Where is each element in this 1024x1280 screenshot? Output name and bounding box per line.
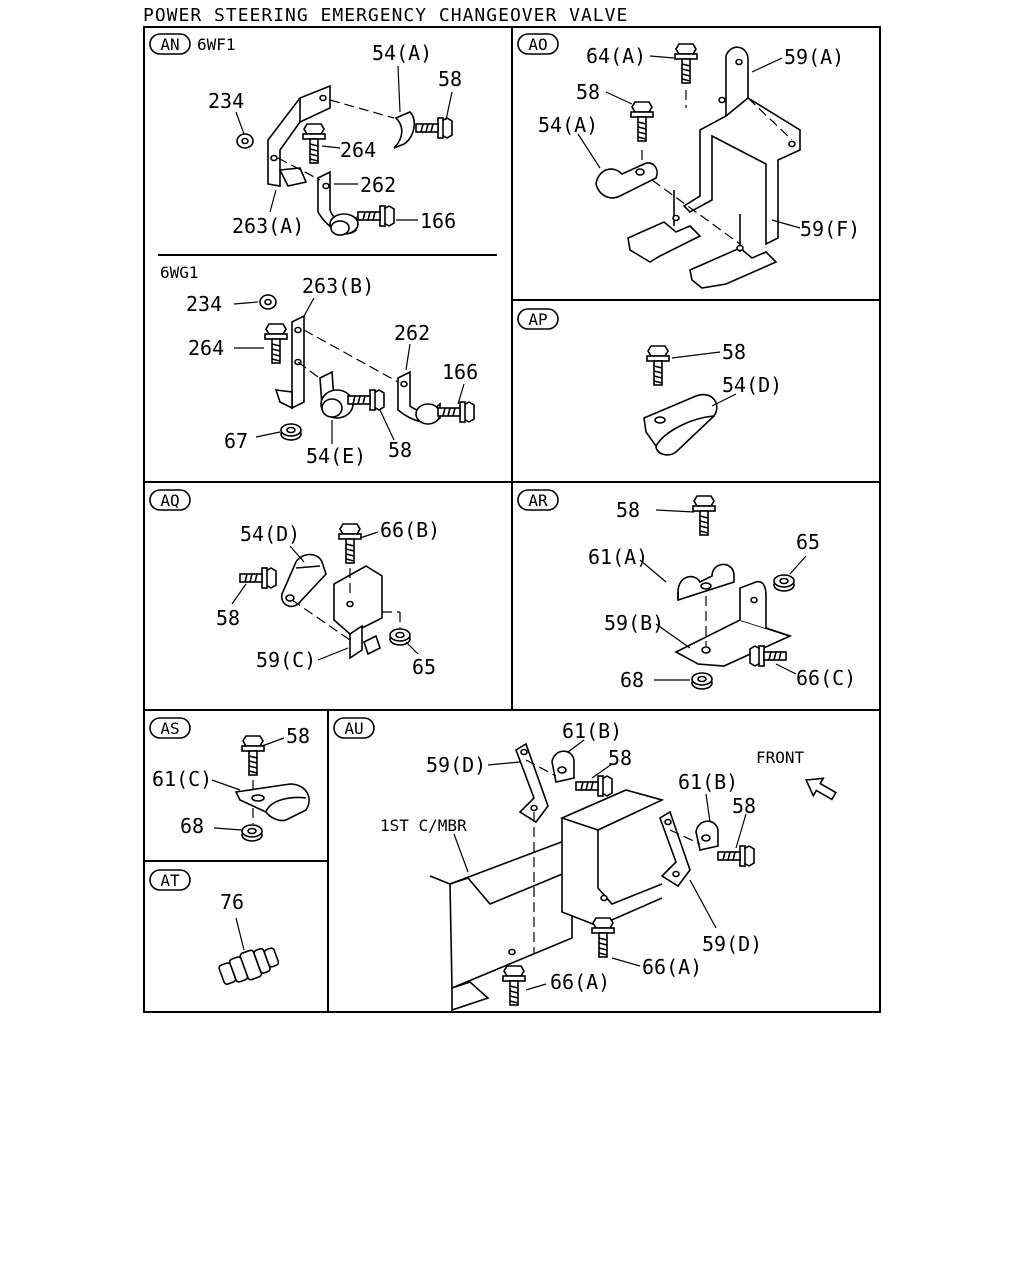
- clip-61c-drawing: [234, 783, 310, 822]
- callout-59a: 59(A): [784, 45, 844, 69]
- svg-text:AN: AN: [160, 35, 179, 54]
- callout-66a-right: 66(A): [642, 955, 702, 979]
- bracket-59b-drawing: [674, 580, 793, 667]
- callout-54d-ap: 54(D): [722, 373, 782, 397]
- callout-58-b: 58: [388, 438, 412, 462]
- callout-166-b: 166: [442, 360, 478, 384]
- badge-at: AT: [149, 869, 191, 891]
- callout-66a-bottom: 66(A): [550, 970, 610, 994]
- callout-66b: 66(B): [380, 518, 440, 542]
- callout-59c: 59(C): [256, 648, 316, 672]
- panel-ap: AP 58 54(D): [517, 308, 782, 456]
- callout-61b-top: 61(B): [562, 719, 622, 743]
- bracket-59d-right-drawing: [659, 810, 691, 888]
- callout-67: 67: [224, 429, 248, 453]
- callout-58-as: 58: [286, 724, 310, 748]
- callout-264: 264: [340, 138, 376, 162]
- callout-263a: 263(A): [232, 214, 304, 238]
- badge-ar: AR: [517, 489, 559, 511]
- callout-54a: 54(A): [372, 41, 432, 65]
- svg-text:AP: AP: [528, 310, 547, 329]
- panel-ao: AO 64(A) 59: [517, 33, 860, 289]
- callout-1st-cmbr: 1ST C/MBR: [380, 816, 467, 835]
- callout-65-aq: 65: [412, 655, 436, 679]
- callout-61b-right: 61(B): [678, 770, 738, 794]
- svg-text:AT: AT: [160, 871, 180, 890]
- svg-text:AS: AS: [160, 719, 179, 738]
- callout-61a: 61(A): [588, 545, 648, 569]
- badge-au: AU: [333, 717, 375, 739]
- bracket-59d-left-drawing: [515, 742, 549, 824]
- svg-text:AR: AR: [528, 491, 548, 510]
- callout-59f: 59(F): [800, 217, 860, 241]
- callout-262-b: 262: [394, 321, 430, 345]
- bracket-262b-drawing: [397, 370, 441, 425]
- clip-54a-ao-drawing: [595, 162, 658, 199]
- callout-64a: 64(A): [586, 44, 646, 68]
- variant-6wf1: 6WF1: [197, 35, 236, 54]
- front-arrow-icon: [804, 777, 837, 801]
- callout-58-aq: 58: [216, 606, 240, 630]
- callout-61c: 61(C): [152, 767, 212, 791]
- badge-ao: AO: [517, 33, 559, 55]
- page-title: POWER STEERING EMERGENCY CHANGEOVER VALV…: [143, 5, 628, 26]
- clip-54a-drawing: [393, 111, 416, 149]
- bracket-263a-drawing: [267, 84, 331, 187]
- callout-262: 262: [360, 173, 396, 197]
- callout-58-ap: 58: [722, 340, 746, 364]
- callout-58-au-right: 58: [732, 794, 756, 818]
- callout-234-b: 234: [186, 292, 222, 316]
- front-label: FRONT: [756, 748, 805, 767]
- callout-58-ar: 58: [616, 498, 640, 522]
- clip-54d-aq-drawing: [280, 553, 327, 608]
- badge-an: AN: [149, 33, 191, 55]
- callout-66c: 66(C): [796, 666, 856, 690]
- callout-54e: 54(E): [306, 444, 366, 468]
- callout-76: 76: [220, 890, 244, 914]
- fitting-76-drawing: [218, 947, 280, 985]
- callout-59b: 59(B): [604, 611, 664, 635]
- panel-as: AS 58 61(C) 68: [149, 717, 310, 842]
- callout-263b: 263(B): [302, 274, 374, 298]
- panel-an: AN 6WF1: [149, 33, 478, 468]
- callout-58-au-top: 58: [608, 746, 632, 770]
- bracket-262-drawing: [317, 170, 359, 236]
- callout-234: 234: [208, 89, 244, 113]
- panel-frames: [143, 26, 881, 1013]
- panel-at: AT 76: [149, 869, 280, 985]
- clip-61b-right-drawing: [695, 820, 719, 851]
- callout-264-b: 264: [188, 336, 224, 360]
- clip-54e-drawing: [319, 370, 354, 419]
- cross-member-drawing: [429, 789, 665, 1012]
- bracket-59a-drawing: [682, 46, 801, 246]
- callout-68-ar: 68: [620, 668, 644, 692]
- panel-ar: AR 58 65 61(A) 59(B) 68 66(C): [517, 489, 856, 692]
- svg-text:AQ: AQ: [160, 491, 179, 510]
- clip-54d-ap-drawing: [643, 393, 718, 456]
- callout-65-ar: 65: [796, 530, 820, 554]
- svg-text:AO: AO: [528, 35, 547, 54]
- variant-6wg1: 6WG1: [160, 263, 199, 282]
- callout-58: 58: [438, 67, 462, 91]
- panel-au: AU: [333, 717, 837, 1012]
- bracket-59c-drawing: [333, 565, 383, 660]
- callout-68-as: 68: [180, 814, 204, 838]
- callout-59d-top: 59(D): [426, 753, 486, 777]
- callout-59d-right: 59(D): [702, 932, 762, 956]
- callout-54a-ao: 54(A): [538, 113, 598, 137]
- panel-aq: AQ 54(D) 66(B) 58 59(C) 65: [149, 489, 440, 679]
- svg-text:AU: AU: [344, 719, 363, 738]
- clip-61b-left-drawing: [551, 750, 575, 783]
- callout-54d-aq: 54(D): [240, 522, 300, 546]
- callout-166: 166: [420, 209, 456, 233]
- badge-as: AS: [149, 717, 191, 739]
- bracket-59f-drawing: [627, 190, 778, 289]
- badge-ap: AP: [517, 308, 559, 330]
- badge-aq: AQ: [149, 489, 191, 511]
- callout-58-ao: 58: [576, 80, 600, 104]
